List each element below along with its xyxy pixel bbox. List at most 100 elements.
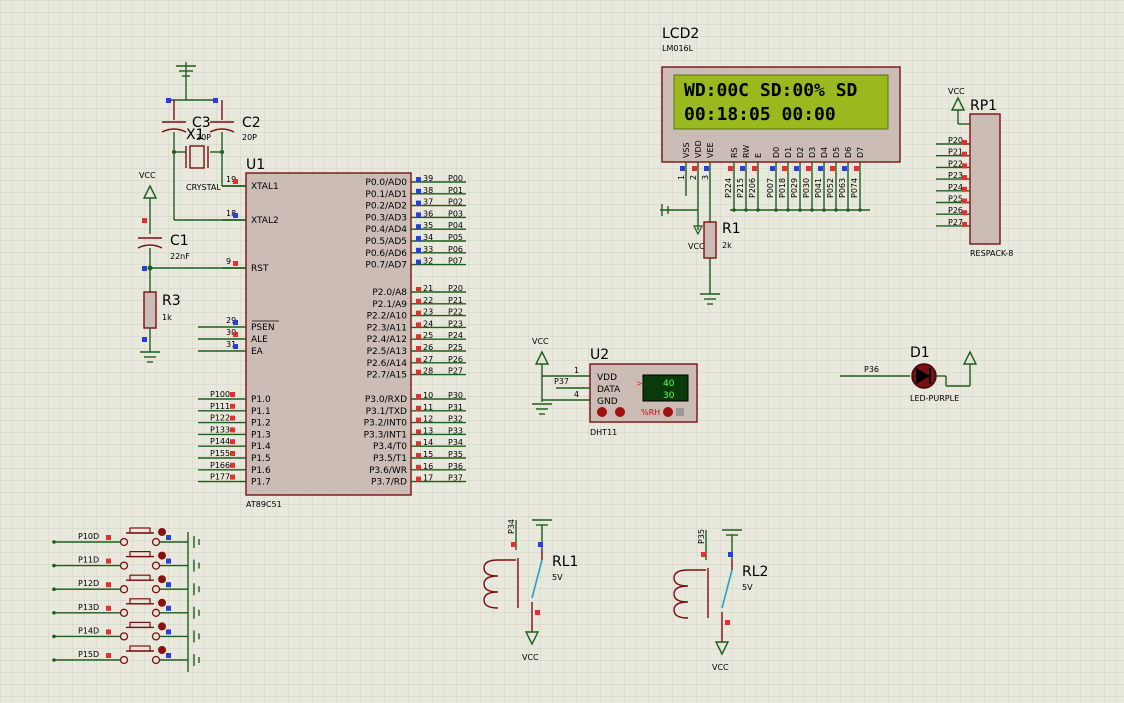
mcu-pin-p32: P3.2/INT0: [364, 419, 408, 429]
mcu-pin-p1-2: P1.2: [251, 419, 271, 429]
lcd-net-label: P224: [724, 178, 733, 198]
r1-value: 2k: [722, 241, 732, 250]
mcu-pin-number: 32: [423, 257, 433, 266]
lcd-pin-d3: D3: [808, 147, 817, 158]
mcu-at89c51[interactable]: U1 AT89C51 19XTAL118XTAL29RST29PSEN30ALE…: [198, 157, 466, 509]
dht-mode-button[interactable]: [663, 407, 673, 417]
mcu-pin-number: 24: [423, 319, 433, 328]
lcd-pin-d1: D1: [784, 147, 793, 158]
mcu-pin-number: 34: [423, 233, 433, 242]
lcd-pin-d2: D2: [796, 147, 805, 158]
lcd-ref: LCD2: [662, 26, 699, 42]
mcu-pin-p26: P2.6/A14: [367, 359, 408, 369]
port1-net-label: P177: [210, 473, 230, 482]
svg-text:DATA: DATA: [597, 385, 621, 395]
crystal-circuit[interactable]: C3 C2 20P 20P X1 CRYSTAL: [161, 62, 261, 221]
push-button[interactable]: P10D: [52, 527, 200, 548]
lcd-net-label: P052: [826, 178, 835, 198]
relay-ref: RL2: [742, 564, 768, 580]
mcu-net-label: P37: [448, 474, 463, 483]
mcu-pin-number: 15: [423, 450, 433, 459]
button-net-label: P11D: [78, 556, 99, 565]
mcu-pin-p03: P0.3/AD3: [365, 213, 407, 223]
mcu-pin-number: 17: [423, 474, 433, 483]
lcd-net-label: P018: [778, 178, 787, 198]
crystal-model: CRYSTAL: [186, 183, 221, 192]
lcd-net-label: P041: [814, 178, 823, 198]
mcu-pin-number: 11: [423, 403, 433, 412]
lcd-pin-rs: RS: [730, 147, 739, 158]
dht11-sensor[interactable]: VCC U2 1 4 P37 VDD DATA GND > 40 30 %RH …: [532, 337, 698, 437]
button-net-label: P10D: [78, 532, 99, 541]
button-net-label: P15D: [78, 650, 99, 659]
push-button[interactable]: P11D: [52, 550, 200, 572]
mcu-net-label: P25: [448, 343, 463, 352]
port1-net-label: P133: [210, 425, 230, 434]
mcu-pin-number: 18: [226, 209, 236, 218]
push-button[interactable]: P14D: [52, 621, 200, 643]
mcu-pin-p1-5: P1.5: [251, 454, 271, 464]
dht-temp-readout: 40: [663, 379, 675, 389]
reset-circuit[interactable]: VCC C1 22nF R3 1k: [137, 171, 246, 363]
mcu-pin-number: 29: [226, 316, 236, 325]
mcu-ref: U1: [246, 157, 265, 173]
relay-vcc-label: VCC: [712, 663, 729, 672]
r1-resistor[interactable]: VCC R1 2k: [660, 196, 741, 305]
mcu-pin-number: 28: [423, 367, 433, 376]
c2-value: 20P: [242, 133, 257, 142]
mcu-pin-number: 25: [423, 331, 433, 340]
mcu-pin-xtal2: XTAL2: [251, 216, 279, 226]
dht-unit: %RH: [641, 408, 660, 417]
rp1-vcc-label: VCC: [948, 87, 965, 96]
lcd-pin-e: E: [754, 153, 763, 158]
mcu-net-label: P30: [448, 391, 463, 400]
push-button[interactable]: P12D: [52, 574, 200, 596]
crystal-ref: X1: [186, 127, 205, 143]
mcu-pin-p1-3: P1.3: [251, 430, 271, 440]
lcd-pin-number: 1: [677, 175, 686, 180]
lcd-pin-d6: D6: [844, 147, 853, 158]
mcu-pin-p33: P3.3/INT1: [364, 430, 407, 440]
lcd-net-label: P007: [766, 178, 775, 198]
mcu-net-label: P34: [448, 438, 463, 447]
rp1-net-label: P27: [948, 218, 963, 227]
push-button[interactable]: P15D: [52, 645, 200, 666]
respack-rp1[interactable]: VCC RP1 RESPACK-8 P20P21P22P23P24P25P26P…: [936, 87, 1013, 258]
mcu-pin-p25: P2.5/A13: [367, 347, 407, 357]
rp1-net-label: P21: [948, 148, 963, 157]
rp1-body: [969, 113, 1001, 245]
mcu-pin-number: 38: [423, 186, 433, 195]
mcu-pin-number: 22: [423, 296, 433, 305]
lcd-net-label: P215: [736, 178, 745, 198]
svg-text:1: 1: [574, 366, 579, 375]
lcd-display[interactable]: LCD2 LM016L WD:00C SD:00% SD 00:18:05 00…: [661, 26, 901, 212]
lcd-net-label: P206: [748, 178, 757, 198]
c1-ref: C1: [170, 233, 189, 249]
svg-text:4: 4: [574, 390, 579, 399]
mcu-pin-p36: P3.6/WR: [369, 466, 407, 476]
port1-net-label: P100: [210, 390, 230, 399]
rp1-net-label: P22: [948, 159, 963, 168]
mcu-net-label: P05: [448, 233, 463, 242]
mcu-net-label: P03: [448, 209, 463, 218]
lcd-model: LM016L: [662, 44, 694, 53]
dht-ref: U2: [590, 347, 609, 363]
mcu-pin-xtal1: XTAL1: [251, 182, 279, 192]
lcd-net-label: P030: [802, 178, 811, 198]
dht-up-button[interactable]: [615, 407, 625, 417]
dht-net: P37: [554, 377, 569, 386]
push-button[interactable]: P13D: [52, 598, 200, 619]
mcu-pin-number: 23: [423, 308, 433, 317]
port1-net-label: P166: [210, 461, 230, 470]
mcu-pin-psen: PSEN: [251, 323, 275, 333]
relay-value: 5V: [552, 573, 563, 582]
led-d1[interactable]: P36 D1 LED-PURPLE: [840, 345, 978, 403]
dht-vcc-label: VCC: [532, 337, 549, 346]
lcd-pin-d7: D7: [856, 147, 865, 158]
dht-down-button[interactable]: [597, 407, 607, 417]
mcu-pin-p27: P2.7/A15: [367, 371, 407, 381]
